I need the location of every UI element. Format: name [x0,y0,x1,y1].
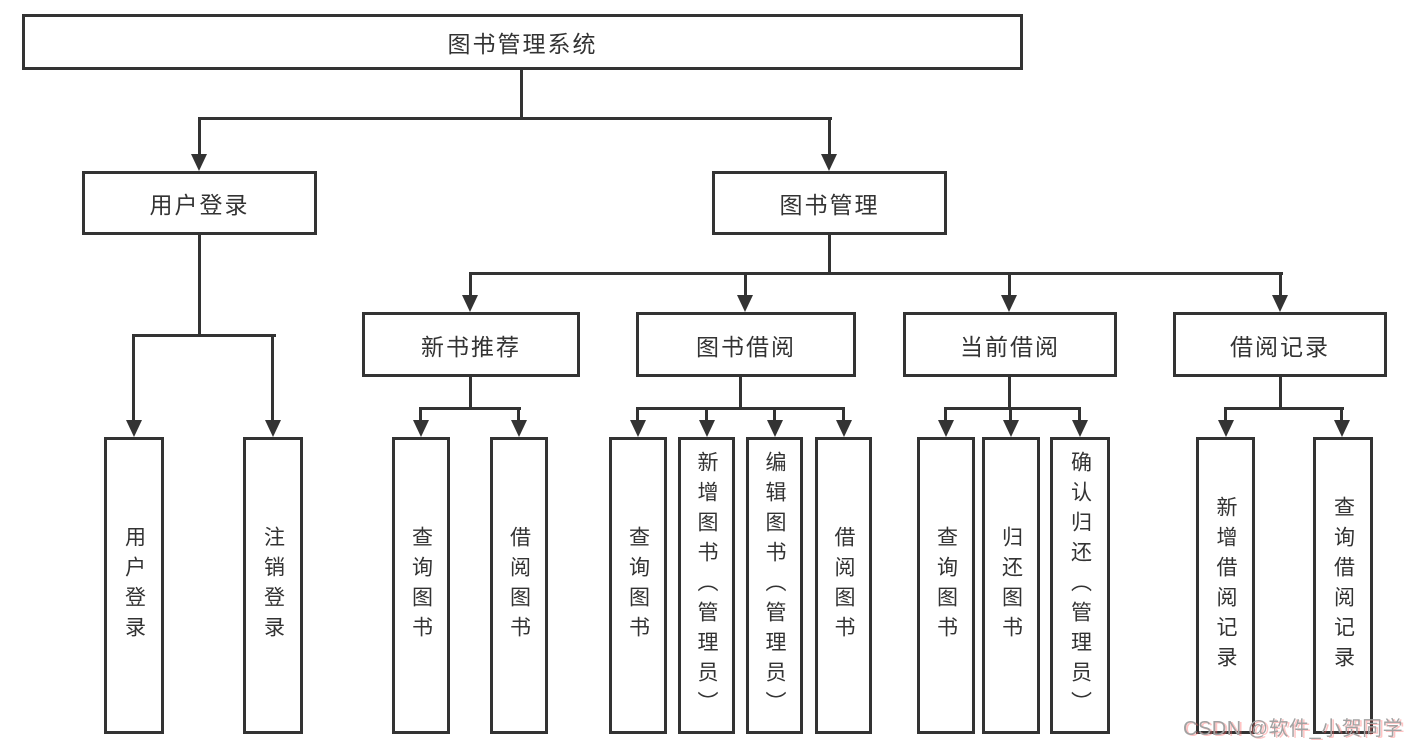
arrow-down-icon [1272,295,1288,312]
arrow-down-icon [413,420,429,437]
arrow-down-icon [265,420,281,437]
connector-line-v [198,117,201,155]
arrow-down-icon [938,420,954,437]
connector-line-v [744,272,747,296]
leaf-query-books-recommend: 查询图书 [392,437,450,734]
leaf-logout: 注销登录 [243,437,303,734]
connector-line-h [469,272,1283,275]
leaf-label: 编辑图书（管理员） [763,450,786,721]
leaf-label: 查询图书 [934,525,958,646]
connector-line-v [1279,377,1282,409]
connector-line-v [1078,407,1081,421]
arrow-down-icon [821,154,837,171]
connector-line-v [1340,407,1343,421]
leaf-return-book: 归还图书 [982,437,1040,734]
node-new-book-recommend: 新书推荐 [362,312,580,377]
leaf-label: 用户登录 [122,525,146,646]
node-current-borrow: 当前借阅 [903,312,1117,377]
leaf-borrow-books: 借阅图书 [815,437,872,734]
arrow-down-icon [1001,295,1017,312]
arrow-down-icon [1003,420,1019,437]
connector-line-v [132,334,135,421]
connector-line-v [520,70,523,120]
connector-line-v [828,117,831,155]
arrow-down-icon [699,420,715,437]
leaf-label: 借阅图书 [832,525,855,646]
arrow-down-icon [836,420,852,437]
leaf-label: 注销登录 [261,525,285,646]
leaf-add-book-admin: 新增图书（管理员） [678,437,735,734]
arrow-down-icon [511,420,527,437]
node-root: 图书管理系统 [22,14,1023,70]
leaf-query-books-borrow: 查询图书 [609,437,667,734]
connector-line-v [828,235,831,275]
connector-line-v [1008,377,1011,409]
connector-line-v [419,407,422,421]
connector-line-v [842,407,845,421]
connector-line-v [1008,272,1011,296]
connector-line-h [419,407,521,410]
leaf-label: 确认归还（管理员） [1068,450,1092,721]
leaf-label: 查询图书 [409,525,433,646]
connector-line-v [739,377,742,409]
leaf-label: 新增借阅记录 [1214,495,1237,676]
arrow-down-icon [1218,420,1234,437]
connector-line-v [469,377,472,409]
node-book-management: 图书管理 [712,171,947,235]
connector-line-v [517,407,520,421]
arrow-down-icon [1334,420,1350,437]
leaf-edit-book-admin: 编辑图书（管理员） [746,437,803,734]
arrow-down-icon [737,295,753,312]
arrow-down-icon [767,420,783,437]
csdn-watermark: CSDN @软件_小贺同学 [1183,718,1404,740]
connector-line-v [1009,407,1012,421]
connector-line-v [1279,272,1282,296]
arrow-down-icon [462,295,478,312]
connector-line-v [469,272,472,296]
connector-line-v [198,235,201,337]
node-book-borrow: 图书借阅 [636,312,856,377]
connector-line-v [636,407,639,421]
node-user-login: 用户登录 [82,171,317,235]
arrow-down-icon [630,420,646,437]
connector-line-h [1224,407,1344,410]
arrow-down-icon [126,420,142,437]
arrow-down-icon [1072,420,1088,437]
leaf-label: 查询图书 [626,525,650,646]
leaf-confirm-return-admin: 确认归还（管理员） [1050,437,1110,734]
connector-line-v [1224,407,1227,421]
leaf-label: 查询借阅记录 [1331,495,1355,676]
leaf-add-borrow-record: 新增借阅记录 [1196,437,1255,734]
connector-line-v [705,407,708,421]
connector-line-h [198,117,832,120]
arrow-down-icon [191,154,207,171]
leaf-label: 借阅图书 [507,525,531,646]
connector-line-v [271,334,274,421]
leaf-label: 归还图书 [999,525,1023,646]
leaf-label: 新增图书（管理员） [695,450,718,721]
leaf-query-books-current: 查询图书 [917,437,975,734]
node-borrow-record: 借阅记录 [1173,312,1387,377]
leaf-query-borrow-record: 查询借阅记录 [1313,437,1373,734]
connector-line-h [636,407,845,410]
leaf-user-login: 用户登录 [104,437,164,734]
connector-line-h [132,334,276,337]
connector-line-v [944,407,947,421]
connector-line-h [944,407,1081,410]
connector-line-v [773,407,776,421]
leaf-borrow-books-recommend: 借阅图书 [490,437,548,734]
